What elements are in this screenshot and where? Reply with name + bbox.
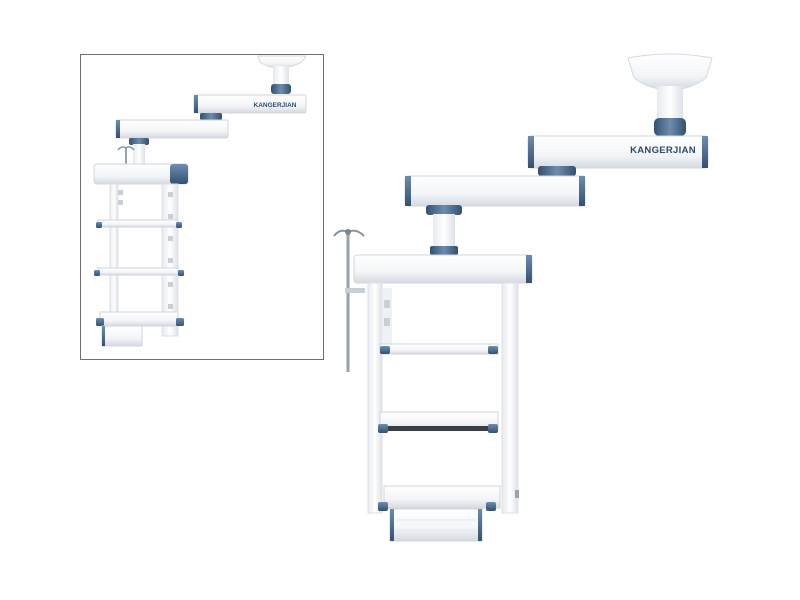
small-elbow-joint: [200, 113, 222, 120]
side-rail-stop: [515, 490, 519, 498]
small-shelf-upper: [97, 219, 179, 228]
gas-outlet: [384, 318, 390, 326]
small-shelf-middle: [97, 267, 179, 276]
head-box-cap: [526, 255, 532, 283]
iv-pole-top: [345, 229, 351, 235]
small-shelf-handle: [96, 222, 102, 228]
shelf-middle-handle-right: [488, 424, 498, 433]
shelf-middle-edge: [386, 426, 492, 431]
brand-label-small: KANGERJIAN: [254, 102, 297, 109]
middle-arm: [404, 175, 586, 207]
small-drawer-handle: [96, 318, 104, 326]
small-middle-arm-cap: [116, 120, 120, 138]
small-shoulder-joint: [129, 138, 149, 145]
small-middle-arm: [115, 119, 229, 139]
small-pendant: KANGERJIAN: [93, 55, 307, 347]
small-drawer-trim: [102, 326, 105, 346]
small-drawer-top: [99, 311, 179, 327]
head-box: [353, 254, 533, 284]
drop-column-collar: [430, 246, 458, 255]
drawer-body: [389, 508, 483, 542]
middle-arm-cap-left: [405, 176, 411, 206]
drawer-handle-left: [378, 502, 388, 511]
iv-pole-clamp: [345, 288, 365, 293]
shelf-middle-handle-left: [378, 424, 388, 433]
large-pendant: KANGERJIAN: [333, 53, 713, 542]
shelf-upper-handle-left: [380, 346, 390, 354]
small-iv-hooks: [117, 146, 135, 151]
small-outlets: [118, 190, 173, 309]
upper-arm-cap-right: [702, 136, 708, 168]
small-head-box-cap: [170, 164, 188, 184]
left-post: [367, 282, 383, 514]
drawer-handle-right: [486, 502, 496, 511]
small-joint-collar: [271, 84, 291, 94]
drop-column: [433, 214, 455, 248]
middle-arm-cap-right: [579, 176, 585, 206]
right-post: [501, 282, 519, 514]
drawer-trim-left: [390, 509, 394, 541]
shoulder-joint: [426, 205, 462, 215]
small-ceiling-column: [273, 66, 289, 86]
ceiling-column: [657, 86, 683, 120]
drawer-top: [383, 485, 501, 509]
small-upper-arm-cap: [194, 95, 198, 113]
joint-collar: [654, 118, 686, 136]
small-drawer-body: [101, 325, 143, 347]
shelf-upper-handle-right: [488, 346, 498, 354]
small-shelf-handle: [94, 270, 100, 276]
small-drawer-handle: [176, 318, 184, 326]
drawer-trim-right: [478, 509, 482, 541]
upper-arm-cap-left: [528, 136, 534, 168]
small-drop-column: [133, 144, 145, 164]
small-shelf-handle: [176, 222, 182, 228]
brand-label-large: KANGERJIAN: [630, 145, 696, 156]
small-shelf-handle: [178, 270, 184, 276]
elbow-joint: [538, 166, 576, 176]
shelf-upper: [379, 343, 499, 355]
ceiling-mount: [627, 53, 713, 91]
gas-outlet: [384, 300, 390, 308]
